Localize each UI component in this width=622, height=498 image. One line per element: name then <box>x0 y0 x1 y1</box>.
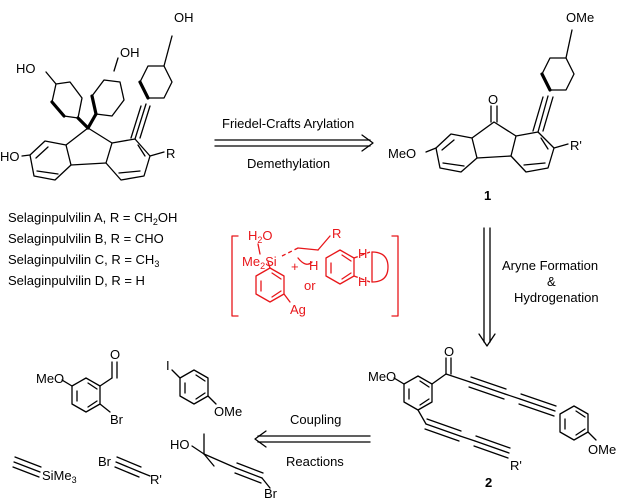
h-label-upper: H <box>358 246 367 261</box>
h-label-mech: H <box>309 258 318 273</box>
mechanism-highlight: H2O Me2Si R H + Ag or H H <box>231 226 399 317</box>
right-retro-arrow: Aryne Formation & Hydrogenation <box>478 227 599 347</box>
ome-label-1: OMe <box>566 10 594 25</box>
compound-2-label: 2 <box>485 475 492 490</box>
ho-label-phenol-1: HO <box>16 61 36 76</box>
compound-1-label: 1 <box>484 188 491 203</box>
ring-partner-arc <box>371 251 389 283</box>
or-label: or <box>304 278 316 293</box>
right-bracket <box>391 235 399 317</box>
bottom-arrow-line1: Coupling <box>290 412 341 427</box>
br-label-3: Br <box>264 486 278 498</box>
name-c: Selaginpulvilin C, R = CH3 <box>8 252 159 269</box>
bromobenzaldehyde: MeO O Br <box>36 347 124 427</box>
meo-label-2: MeO <box>368 369 396 384</box>
left-bracket <box>231 235 239 317</box>
name-b: Selaginpulvilin B, R = CHO <box>8 231 164 246</box>
fluorenone-right-ring <box>510 131 555 173</box>
r-prime-label-2: R' <box>510 458 522 473</box>
compound-2-structure: MeO O OMe R' 2 <box>368 344 616 490</box>
name-d: Selaginpulvilin D, R = H <box>8 273 145 288</box>
r-prime-label-3: R' <box>150 472 162 487</box>
fluorene-five-ring <box>65 127 113 146</box>
phenol-ring-1 <box>51 81 83 119</box>
me2si-label: Me2Si <box>242 254 277 271</box>
right-arrow-line3: Hydrogenation <box>514 290 599 305</box>
ome-label-3: OMe <box>214 404 242 419</box>
iodoanisole: I OMe <box>166 358 242 419</box>
top-arrow-line2: Demethylation <box>247 156 330 171</box>
ketone-o-label: O <box>488 92 498 107</box>
oh-label-phenol-2: OH <box>120 45 140 60</box>
top-retro-arrow: Friedel-Crafts Arylation Demethylation <box>214 116 374 171</box>
anisole-ring-2 <box>559 405 589 441</box>
br-label-1: Br <box>110 412 124 427</box>
sime3-label: SiMe3 <box>42 468 77 485</box>
compound-1-structure: O MeO R' OMe 1 <box>388 10 594 203</box>
fluorene-right-ring <box>105 138 151 181</box>
br-label-2: Br <box>98 454 112 469</box>
bromo-propargyl-alcohol: HO Br <box>170 433 278 498</box>
ketone-o-label-2: O <box>444 344 454 359</box>
h-label-lower: H <box>358 274 367 289</box>
meo-label-1: MeO <box>388 146 416 161</box>
bottom-arrow-line2: Reactions <box>286 454 344 469</box>
iodoanisole-ring <box>179 369 209 405</box>
r-prime-label-1: R' <box>570 138 582 153</box>
aryl-ring-mech <box>255 267 285 303</box>
ho-label-fluorene: HO <box>0 149 20 164</box>
r-label-mech: R <box>332 226 341 241</box>
h2o-label: H2O <box>248 228 273 245</box>
i-label: I <box>166 358 170 373</box>
ag-label: Ag <box>290 302 306 317</box>
right-arrow-line2: & <box>547 274 556 289</box>
ho-label-3: HO <box>170 437 190 452</box>
compound-2-ring <box>403 375 433 411</box>
meo-label-3: MeO <box>36 371 64 386</box>
top-arrow-line1: Friedel-Crafts Arylation <box>222 116 354 131</box>
tms-acetylene: SiMe3 <box>12 456 77 485</box>
bottom-retro-arrow: Coupling Reactions <box>254 412 371 469</box>
right-arrow-line1: Aryne Formation <box>502 258 598 273</box>
ome-label-2: OMe <box>588 442 616 457</box>
name-a: Selaginpulvilin A, R = CH2OH <box>8 210 177 227</box>
benzene-ring-mech <box>325 249 355 285</box>
r-label: R <box>166 146 175 161</box>
aldehyde-o-label: O <box>110 347 120 362</box>
oh-label-phenol-3: OH <box>174 10 194 25</box>
selaginpulvilin-names: Selaginpulvilin A, R = CH2OH Selaginpulv… <box>8 210 177 288</box>
selaginpulvilin-structure: HO R HO OH OH <box>0 10 194 181</box>
curved-arrow <box>297 257 313 265</box>
fluorenone-left-ring <box>435 133 478 173</box>
plus-label: + <box>291 259 299 274</box>
fluorene-left-ring <box>29 140 72 181</box>
bromoalkyne: Br R' <box>98 454 162 487</box>
bromobenzaldehyde-ring <box>71 377 101 413</box>
